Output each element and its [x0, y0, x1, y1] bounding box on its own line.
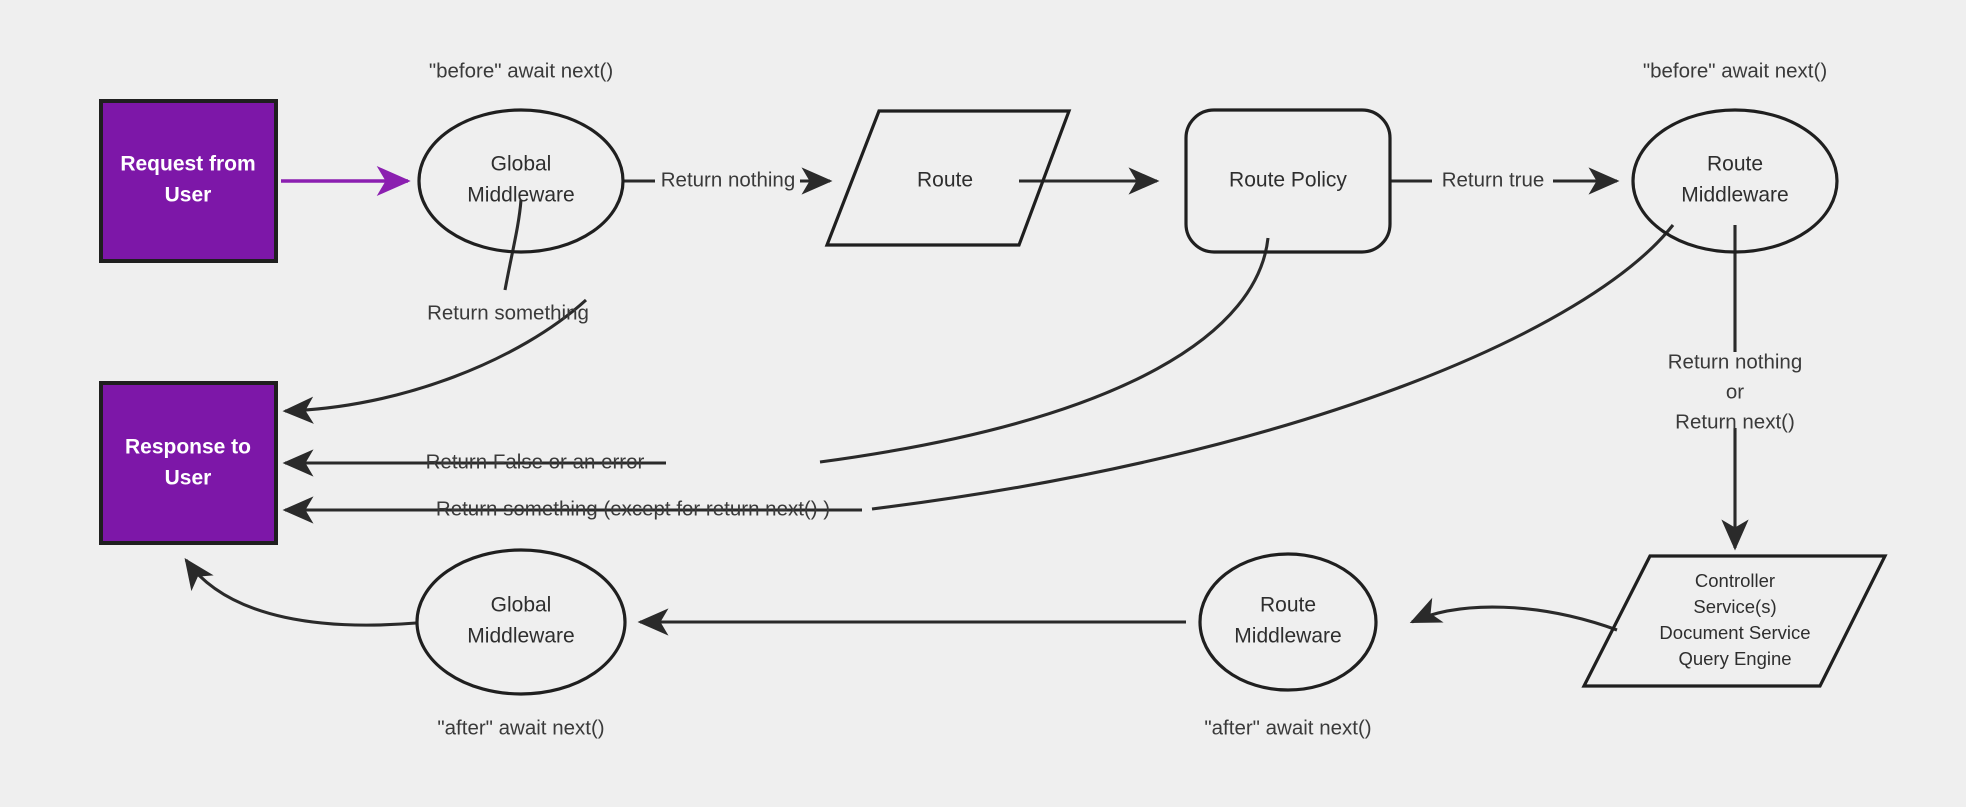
edge-label-return-something: Return something [427, 301, 589, 324]
node-global-middleware-bottom[interactable] [415, 548, 627, 696]
annotation-after-global-middleware: "after" await next() [437, 716, 604, 739]
annotation-before-route-middleware: "before" await next() [1643, 59, 1827, 82]
node-request-from-user[interactable] [99, 99, 278, 263]
node-controller-services[interactable] [1581, 554, 1888, 688]
edge-controller-to-route-middleware-bottom [1409, 597, 1618, 632]
annotation-after-route-middleware: "after" await next() [1204, 716, 1371, 739]
edge-label-return-false-or-error: Return False or an error [426, 450, 645, 473]
edge-label-return-something-except-next: Return something (except for return next… [436, 497, 830, 520]
route-middleware-top-line1: Route [1707, 153, 1763, 176]
edge-label-return-true: Return true [1442, 168, 1545, 191]
annotation-before-global-middleware: "before" await next() [429, 59, 613, 82]
edge-label-return-nothing-or-next-line2: or [1726, 380, 1744, 403]
request-label-line1: Request from [120, 153, 255, 176]
node-response-to-user[interactable] [99, 381, 278, 545]
edge-global-to-response-upper [503, 199, 523, 291]
node-global-middleware-top[interactable] [417, 108, 625, 254]
route-middleware-bottom-line1: Route [1260, 594, 1316, 617]
controller-line-4: Query Engine [1678, 648, 1791, 669]
edge-policy-to-response-curve [819, 237, 1270, 464]
node-route-middleware-top[interactable] [1631, 108, 1839, 254]
controller-line-3: Document Service [1659, 622, 1810, 643]
global-middleware-bottom-line1: Global [491, 594, 552, 617]
edge-label-return-nothing: Return nothing [661, 168, 795, 191]
edge-route-mw-to-response-curve [871, 224, 1675, 511]
request-label-line2: User [165, 184, 212, 207]
controller-line-2: Service(s) [1693, 596, 1776, 617]
global-middleware-bottom-line2: Middleware [467, 625, 574, 648]
edge-label-return-nothing-or-next-line1: Return nothing [1668, 350, 1802, 373]
node-route[interactable] [824, 109, 1072, 247]
response-label-line1: Response to [125, 436, 251, 459]
route-middleware-top-line2: Middleware [1681, 184, 1788, 207]
edge-global-to-response-lower [282, 298, 588, 424]
node-route-middleware-bottom[interactable] [1198, 552, 1378, 692]
global-middleware-top-line2: Middleware [467, 184, 574, 207]
route-label: Route [917, 169, 973, 192]
node-route-policy[interactable] [1184, 108, 1392, 254]
edge-global-mw-bottom-to-response [184, 557, 417, 627]
edge-label-return-nothing-or-next-line3: Return next() [1675, 410, 1795, 433]
response-label-line2: User [165, 467, 212, 490]
route-middleware-bottom-line2: Middleware [1234, 625, 1341, 648]
controller-line-1: Controller [1695, 570, 1775, 591]
route-policy-label: Route Policy [1229, 169, 1347, 192]
global-middleware-top-line1: Global [491, 153, 552, 176]
